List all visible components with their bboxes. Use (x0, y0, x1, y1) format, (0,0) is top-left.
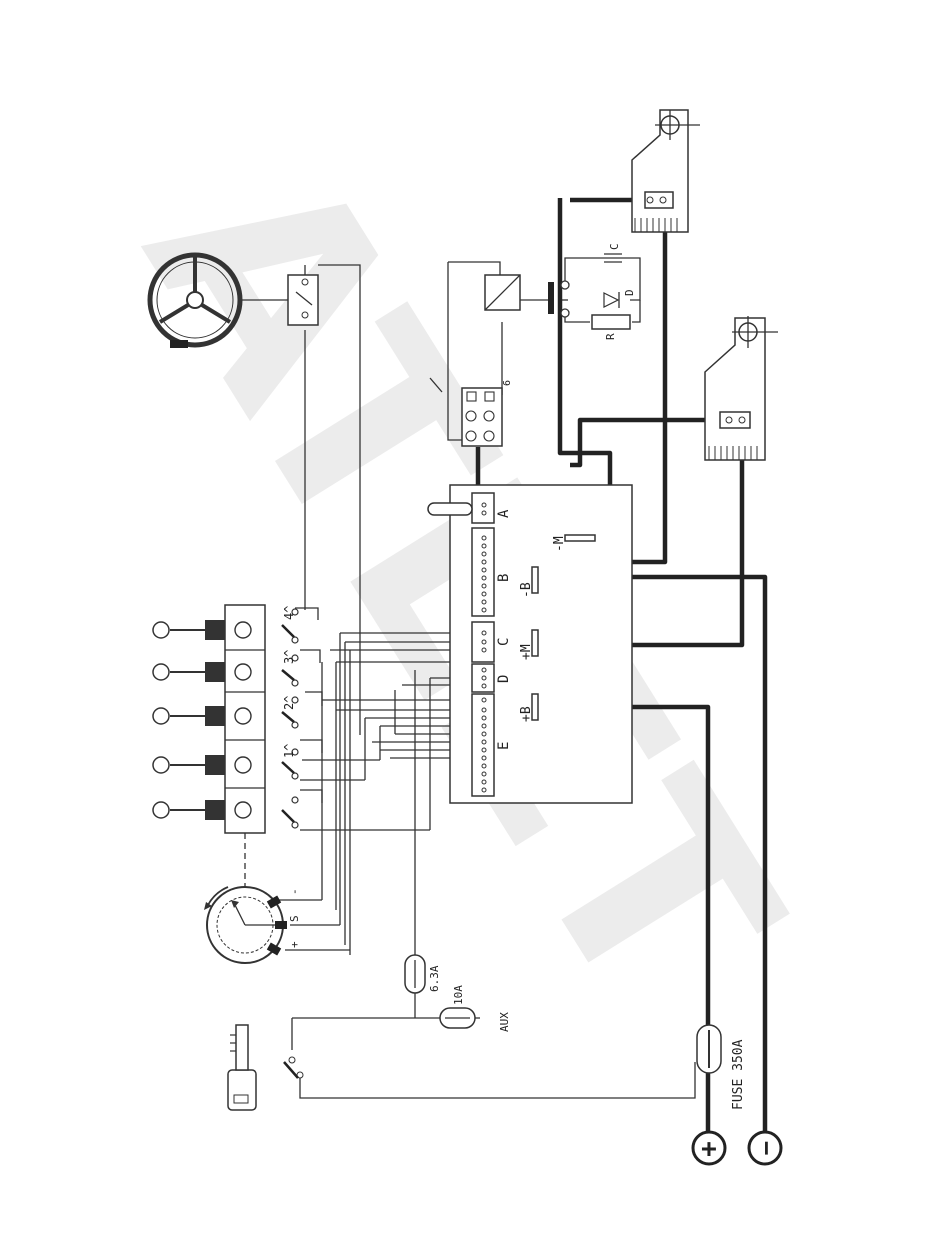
battery-plus-label: + (701, 1134, 717, 1164)
terminal-minus-m (565, 535, 595, 541)
terminal-plus-m-label: +M (519, 644, 534, 660)
connector-d-label: D (496, 675, 512, 683)
contactor-bar (548, 282, 554, 314)
fuse-350a: FUSE 350A (697, 1025, 746, 1110)
fuse-6-3a: 6.3A (405, 955, 441, 993)
switch-1-label: 1^ (282, 744, 296, 758)
connector-e-label: E (496, 742, 512, 750)
motor-bottom (705, 316, 778, 460)
terminal-minus-b-label: -B (519, 582, 534, 598)
switch-2-label: 2^ (282, 696, 296, 710)
potentiometer-icon: - S + (204, 887, 301, 963)
terminal-minus-m-label: -M (552, 536, 567, 552)
connector-b-label: B (496, 574, 512, 582)
fuse-10a: 10A AUX (440, 985, 511, 1032)
switch-3-label: 3^ (282, 650, 296, 664)
connector-pin-label: 6 (502, 380, 513, 386)
fuse-350a-label: FUSE 350A (731, 1039, 746, 1110)
resistor-label: R (604, 333, 617, 340)
diode-label: D (623, 289, 636, 296)
connector-a-label: A (496, 509, 512, 518)
resistor-symbol (592, 315, 630, 329)
steering-switch (288, 275, 318, 325)
terminal-plus-b-label: +B (519, 706, 534, 722)
battery-minus-label: − (752, 1141, 780, 1155)
diode-symbol (604, 293, 618, 307)
joystick-bank: 4^ 3^ 2^ 1^ (153, 605, 298, 890)
pot-plus-label: + (288, 941, 301, 948)
battery-plus-icon: + (693, 1132, 725, 1164)
fuse-6-3a-label: 6.3A (428, 965, 441, 992)
controller-unit: A B C D E -M -B +M +B (428, 485, 632, 803)
battery-minus-icon: − (749, 1132, 781, 1164)
capacitor-label: C (608, 243, 621, 250)
connector-a (472, 493, 494, 523)
pot-signal-label: S (288, 915, 301, 922)
switch-4-label: 4^ (282, 606, 296, 620)
fuse-10a-label: 10A (452, 985, 465, 1005)
pot-minus-label: - (288, 888, 301, 895)
aux-label: AUX (498, 1012, 511, 1032)
motor-top (632, 110, 700, 232)
connector-c-label: C (496, 638, 512, 646)
